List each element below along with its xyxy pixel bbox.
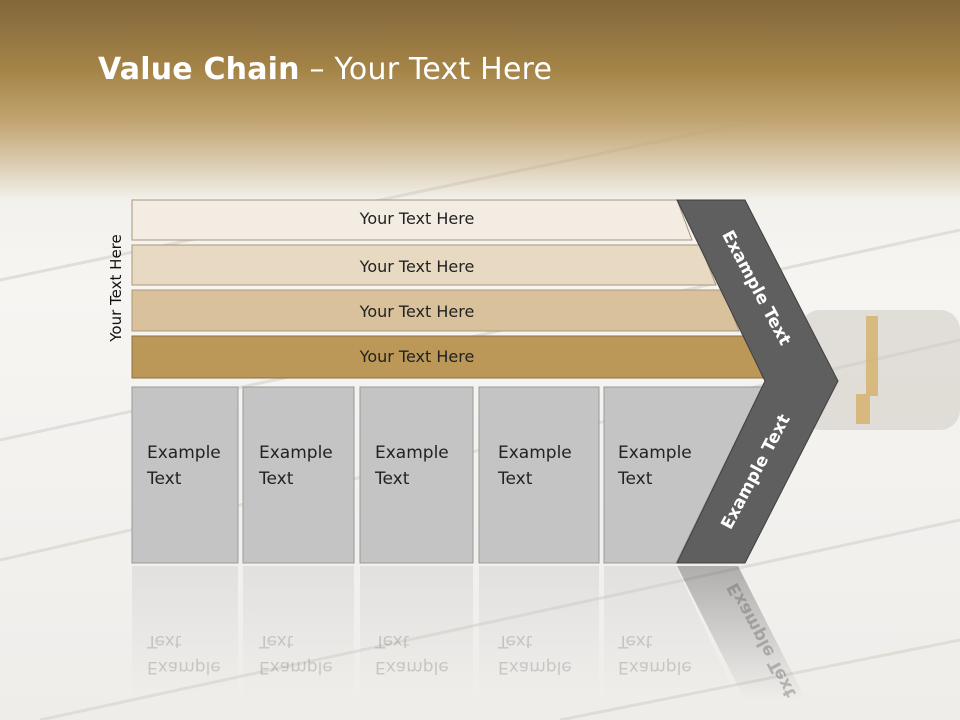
box-3-label: Example Text (375, 440, 475, 492)
box-4-label: Example Text (498, 440, 598, 492)
box-5-line1: Example (618, 443, 692, 463)
bar-4-label: Your Text Here (359, 347, 475, 366)
bar-1-label: Your Text Here (359, 209, 475, 228)
box-reflection (479, 566, 599, 696)
slide-title: Value Chain – Your Text Here (98, 52, 552, 87)
box-3-reflection-line2: Text (375, 631, 410, 651)
bar-2 (131, 244, 717, 286)
box-1-line2: Text (147, 469, 182, 489)
box-3-line2: Text (375, 469, 410, 489)
box-reflection (243, 566, 354, 696)
box-5-reflection-line2: Text (618, 631, 653, 651)
box-2-reflection-text: Example Text (259, 628, 359, 680)
bar-2-label: Your Text Here (359, 257, 475, 276)
box-reflection (132, 566, 238, 696)
box-1-reflection-line1: Example (147, 657, 221, 677)
box-2-label: Example Text (259, 440, 359, 492)
box-5-label: Example Text (618, 440, 718, 492)
title-bold: Value Chain (98, 52, 300, 87)
box-4-line2: Text (498, 469, 533, 489)
box-5-line2: Text (618, 469, 653, 489)
box-reflection (360, 566, 473, 696)
box-2-reflection-line1: Example (259, 657, 333, 677)
box-3 (359, 386, 474, 564)
chevron-arrow (676, 199, 839, 564)
box-5-reflection-line1: Example (618, 657, 692, 677)
box-3-reflection-text: Example Text (375, 628, 475, 680)
title-rest: – Your Text Here (299, 52, 553, 87)
box-5-reflection-text: Example Text (618, 628, 718, 680)
header-band (0, 0, 960, 200)
box-2 (242, 386, 355, 564)
bar-1 (131, 199, 693, 241)
box-1-line1: Example (147, 443, 221, 463)
box-4-reflection-line2: Text (498, 631, 533, 651)
box-reflection (604, 566, 736, 696)
box-1 (131, 386, 239, 564)
box-2-line2: Text (259, 469, 294, 489)
box-4-reflection-line1: Example (498, 657, 572, 677)
box-2-line1: Example (259, 443, 333, 463)
box-1-reflection-text: Example Text (147, 628, 247, 680)
box-5 (603, 386, 763, 564)
box-3-reflection-line1: Example (375, 657, 449, 677)
box-2-reflection-line2: Text (259, 631, 294, 651)
box-3-line1: Example (375, 443, 449, 463)
box-4-reflection-text: Example Text (498, 628, 598, 680)
box-1-label: Example Text (147, 440, 247, 492)
box-1-reflection-line2: Text (147, 631, 182, 651)
reflection-group (132, 566, 806, 700)
chevron-reflection (677, 566, 806, 700)
bar-3-label: Your Text Here (359, 302, 475, 321)
box-4 (478, 386, 600, 564)
bar-3 (131, 289, 740, 332)
box-4-line1: Example (498, 443, 572, 463)
